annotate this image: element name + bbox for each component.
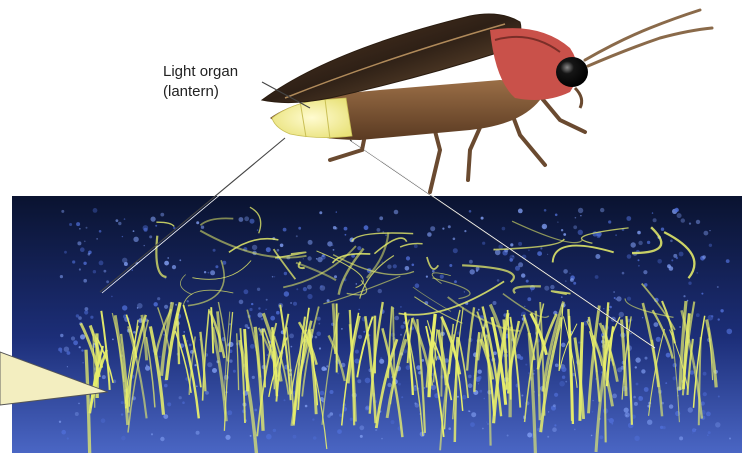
eye-icon [556, 57, 588, 87]
firefly-illustration [262, 10, 712, 192]
light-organ-label-line2: (lantern) [163, 83, 219, 100]
light-organ-label-line1: Light organ [163, 63, 238, 80]
lantern-light-organ [272, 98, 352, 138]
lantern-micrograph [12, 196, 742, 453]
